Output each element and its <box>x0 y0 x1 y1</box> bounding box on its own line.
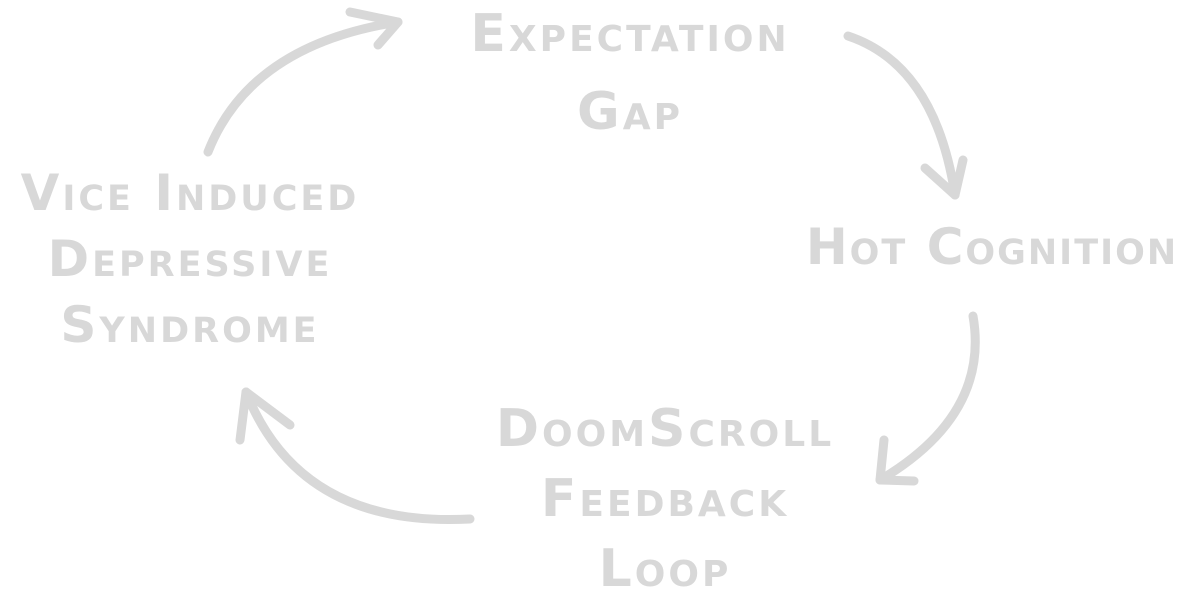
node-text: Hot Cognition <box>805 218 1179 276</box>
node-expectation-gap: Expectation Gap <box>440 8 820 138</box>
arrow-doomscroll-to-vice <box>235 387 475 525</box>
arrow-hot-to-doomscroll <box>875 311 980 486</box>
node-text: Vice Induced <box>20 164 360 222</box>
node-text: Syndrome <box>60 296 320 354</box>
node-text: Feedback <box>540 469 790 529</box>
node-vice-induced-depressive-syndrome: Vice Induced Depressive Syndrome <box>0 168 380 350</box>
node-text: Loop <box>598 539 732 597</box>
arrow-vice-to-expectation <box>203 7 403 157</box>
node-text: DoomScroll <box>495 399 835 459</box>
node-hot-cognition: Hot Cognition <box>785 222 1199 272</box>
node-doomscroll-feedback-loop: DoomScroll Feedback Loop <box>470 403 860 595</box>
node-text: Depressive <box>47 230 333 288</box>
node-text: Gap <box>577 82 683 142</box>
arrow-expectation-to-hot <box>843 31 968 200</box>
node-text: Expectation <box>470 4 790 64</box>
